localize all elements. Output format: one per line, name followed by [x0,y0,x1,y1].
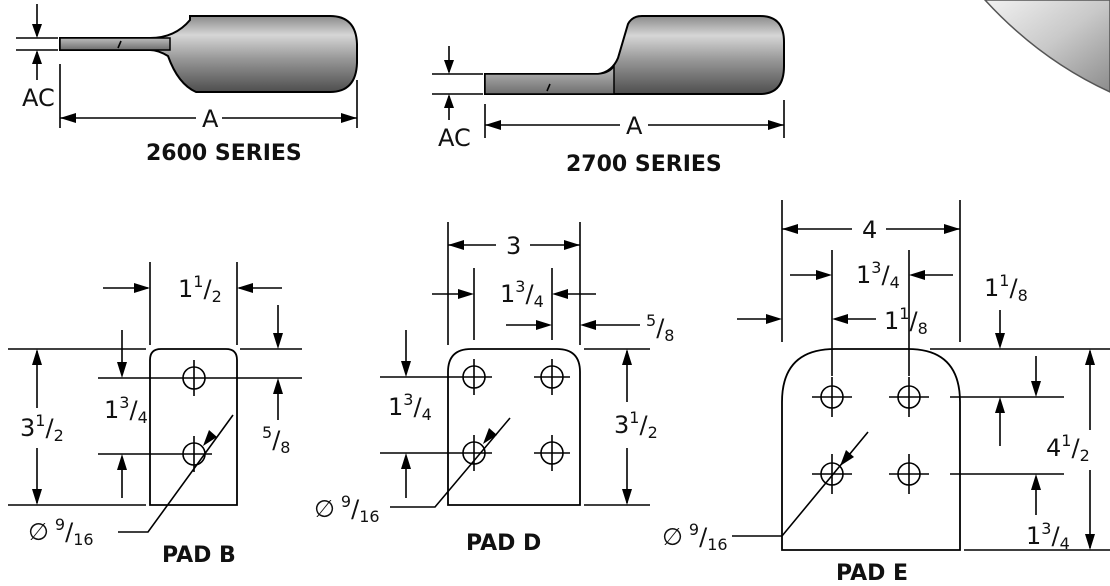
pad-b-diagram: 11/2 31/2 13/4 5/8 ∅9/16 PAD B [8,262,302,568]
pad-e-bottom: 13/4 [1026,519,1070,553]
ac2-arrow-bottom [444,94,454,108]
lug-2600-body [59,15,358,93]
caption-2600: 2600 SERIES [146,141,302,166]
pad-b-spacing: 13/4 [104,393,148,427]
pad-d-edge-arrow-left [536,320,552,330]
lug-2600-mark [117,40,122,49]
pad-d-spacing-v-arrow-top [401,361,411,377]
pad-e-height-arrow-top [1085,349,1095,365]
pad-e-hole-1 [812,377,852,417]
pad-d-diagram: 3 13/4 5/8 13/4 31/2 ∅9/16 PAD [314,222,674,556]
pad-e-edge-top: 11/8 [984,271,1028,305]
pad-d-hole: ∅9/16 [314,492,380,526]
pad-d-width: 3 [506,232,521,260]
pad-e-spacing-h: 13/4 [856,258,900,292]
pad-d-hole-1 [456,359,492,395]
pad-e-edge-top-arrow [995,333,1005,349]
pad-d-height: 31/2 [614,408,658,442]
pad-d-edge: 5/8 [646,311,674,345]
a2-arrow-left [485,120,501,130]
pad-b-hole-leader [118,414,234,533]
pad-d-hole-4 [534,435,570,471]
pad-e-hole-3 [812,454,852,494]
pad-b-spacing-arrow-bottom [117,454,127,470]
pad-e-spacing-arrow-left [816,270,832,280]
pad-b-hole-arrow [203,430,217,446]
caption-2700: 2700 SERIES [566,152,722,177]
pad-b-edge-arrow-top [273,333,283,349]
pad-b-outline [149,348,238,506]
pad-e-spacing-v2-arrow [995,397,1005,413]
pad-d-height-arrow-bottom [622,489,632,505]
pad-e-width-arrow-left [782,224,798,234]
pad-e-diagram: 4 13/4 11/8 11/8 41/2 [662,200,1110,586]
pad-b-hole-top [176,360,212,396]
caption-pad-d: PAD D [466,531,541,556]
pad-d-spacing-v-arrow-bottom [401,453,411,469]
ac-arrow-bottom [32,50,42,64]
pad-e-height: 41/2 [1046,431,1090,465]
pad-e-bottom-arrow [1031,474,1041,490]
pad-d-height-arrow-top [622,349,632,365]
pad-e-height-arrow-bottom [1085,534,1095,550]
pad-b-spacing-arrow-top [117,362,127,378]
pad-e-edge-arrow-left [766,314,782,324]
lug-2700-mark [546,83,551,92]
a-arrow-left [60,113,76,123]
a-arrow-right [341,113,357,123]
series-2700-diagram: AC A 2700 SERIES [432,15,785,177]
pad-e-hole: ∅9/16 [662,520,728,554]
pad-e-width-arrow-right [944,224,960,234]
pad-d-spacing-arrow-right [552,289,568,299]
pad-e-hole-arrow [840,450,854,466]
pad-b-height-arrow-top [32,349,42,365]
partial-lug-image [983,0,1110,93]
series-2600-diagram: AC A 2600 SERIES [16,4,358,166]
caption-pad-e: PAD E [836,561,908,586]
pad-b-width: 11/2 [178,272,222,306]
dim-2700-ac: AC [438,124,471,152]
pad-b-width-arrow-right [237,283,253,293]
caption-pad-b: PAD B [162,543,236,568]
pad-d-hole-3 [456,435,492,471]
pad-e-edge-arrow-right [832,314,848,324]
pad-b-edge-arrow-bottom [273,378,283,394]
pad-d-hole-leader [390,417,511,508]
pad-d-spacing-h: 13/4 [500,277,544,311]
pad-d-hole-arrow [483,428,497,444]
dim-2600-a: A [202,105,219,133]
pad-b-edge: 5/8 [262,423,290,457]
dim-2600-ac: AC [22,84,55,112]
pad-e-spacing-arrow-right [909,270,925,280]
pad-e-hole-4 [889,454,929,494]
pad-b-height-arrow-bottom [32,489,42,505]
pad-e-edge-left: 11/8 [884,304,928,338]
pad-b-height: 31/2 [20,411,64,445]
pad-e-hole-2 [889,377,929,417]
pad-b-width-arrow-left [134,283,150,293]
pad-e-width: 4 [862,216,877,244]
pad-e-spacing-v-arrow-top [1031,381,1041,397]
ac-arrow-top [32,24,42,38]
lug-2600-tongue [59,37,171,51]
dim-2700-a: A [626,112,643,140]
pad-d-outline [447,348,581,506]
pad-d-spacing-v: 13/4 [388,390,432,424]
pad-d-width-arrow-right [564,240,580,250]
pad-e-hole-leader [732,431,869,537]
ac2-arrow-top [444,60,454,74]
pad-d-spacing-arrow-left [458,289,474,299]
a2-arrow-right [768,120,784,130]
pad-d-width-arrow-left [448,240,464,250]
pad-d-hole-2 [534,359,570,395]
lug-2700-tongue [484,63,615,95]
pad-b-hole: ∅9/16 [28,515,94,549]
pad-e-outline [781,348,961,551]
pad-d-edge-arrow-right [580,320,596,330]
